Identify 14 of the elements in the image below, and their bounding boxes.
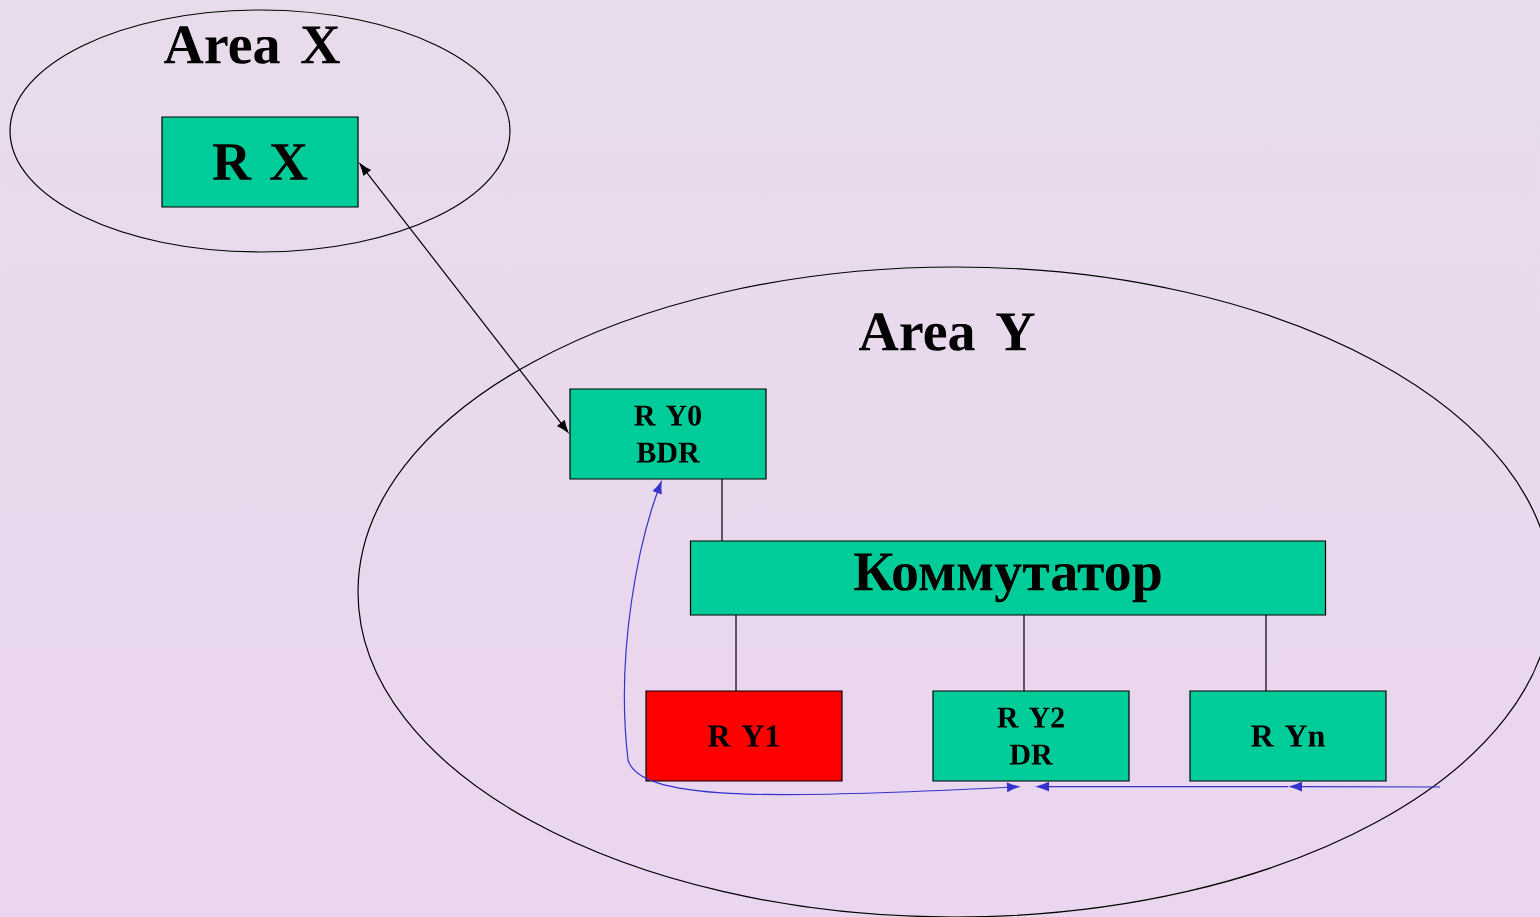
router-box: R Y0 BDR — [569, 388, 767, 480]
router-box: R X — [161, 116, 359, 208]
connector-line — [1265, 614, 1267, 692]
router-box: R Y1 — [645, 690, 843, 782]
router-box: R Y2 DR — [932, 690, 1130, 782]
connector-line — [1023, 614, 1025, 692]
arrow — [1290, 782, 1441, 792]
connector-line — [735, 614, 737, 692]
arrow — [623, 481, 1019, 796]
arrow — [1037, 782, 1289, 792]
router-box: R Yn — [1189, 690, 1387, 782]
connector-line — [721, 478, 723, 542]
arrow — [359, 163, 569, 433]
router-box: Коммутатор — [689, 540, 1327, 616]
